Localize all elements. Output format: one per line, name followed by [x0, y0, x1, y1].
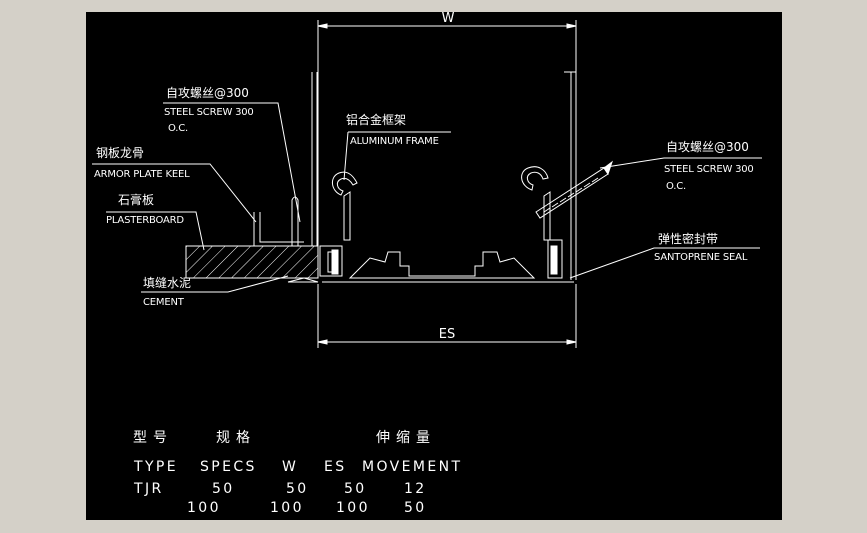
spec-header-w: W	[282, 459, 298, 475]
seal-label-en: SANTOPRENE SEAL	[654, 252, 748, 263]
plaster-label-en: PLASTERBOARD	[106, 215, 184, 226]
frame-label-cn: 铝合金框架	[346, 112, 406, 127]
spec-row1-type: TJR	[133, 481, 164, 497]
spec-row1-es: 50	[344, 481, 367, 497]
spec-header-type: TYPE	[133, 459, 178, 475]
screw-left-label-cn: 自攻螺丝@300	[166, 86, 249, 100]
screw-left-label-en: STEEL SCREW 300	[164, 107, 254, 118]
spec-header-es: ES	[324, 459, 347, 475]
screw-left-label-oc: O.C.	[168, 123, 188, 134]
screw-right	[535, 160, 613, 219]
spec-row2-es: 100	[336, 500, 370, 516]
screw-right-label-cn: 自攻螺丝@300	[666, 140, 749, 154]
right-wall	[564, 71, 577, 280]
cement-label-en: CEMENT	[143, 297, 185, 308]
left-wall	[185, 72, 319, 283]
es-dimension	[317, 284, 577, 348]
spec-row1-specs: 50	[212, 481, 235, 497]
spec-row1-w: 50	[286, 481, 309, 497]
spec-header-movement: MOVEMENT	[362, 459, 462, 475]
spec-header-cn-specs: 规格	[216, 430, 256, 446]
plaster-label-cn: 石膏板	[118, 192, 154, 207]
spec-header-cn-type: 型号	[133, 430, 173, 446]
leader-lines	[92, 102, 762, 293]
spec-row1-movement: 12	[404, 481, 427, 497]
width-dimension	[317, 20, 577, 250]
santoprene-seal	[322, 251, 574, 283]
plasterboard-section	[185, 245, 319, 279]
spec-header-specs: SPECS	[200, 459, 257, 475]
keel-label-cn: 钢板龙骨	[96, 146, 144, 160]
spec-table: 型号 规格 伸缩量 TYPE SPECS W ES MOVEMENT TJR 5…	[133, 430, 462, 516]
aluminum-frame-right	[521, 166, 563, 279]
spec-row2-w: 100	[270, 500, 304, 516]
aluminum-frame-left	[319, 171, 358, 277]
spec-row2-movement: 50	[404, 500, 427, 516]
seal-label-cn: 弹性密封带	[658, 231, 718, 246]
cement-label-cn: 填缝水泥	[143, 275, 191, 290]
frame-label-en: ALUMINUM FRAME	[350, 136, 439, 147]
spec-row2-specs: 100	[187, 500, 221, 516]
width-dimension-label: W	[442, 11, 455, 26]
es-dimension-label: ES	[439, 327, 455, 342]
screw-right-label-oc: O.C.	[666, 181, 686, 192]
keel-label-en: ARMOR PLATE KEEL	[94, 169, 190, 180]
spec-header-cn-movement: 伸缩量	[376, 430, 436, 446]
screw-right-label-en: STEEL SCREW 300	[664, 164, 754, 175]
